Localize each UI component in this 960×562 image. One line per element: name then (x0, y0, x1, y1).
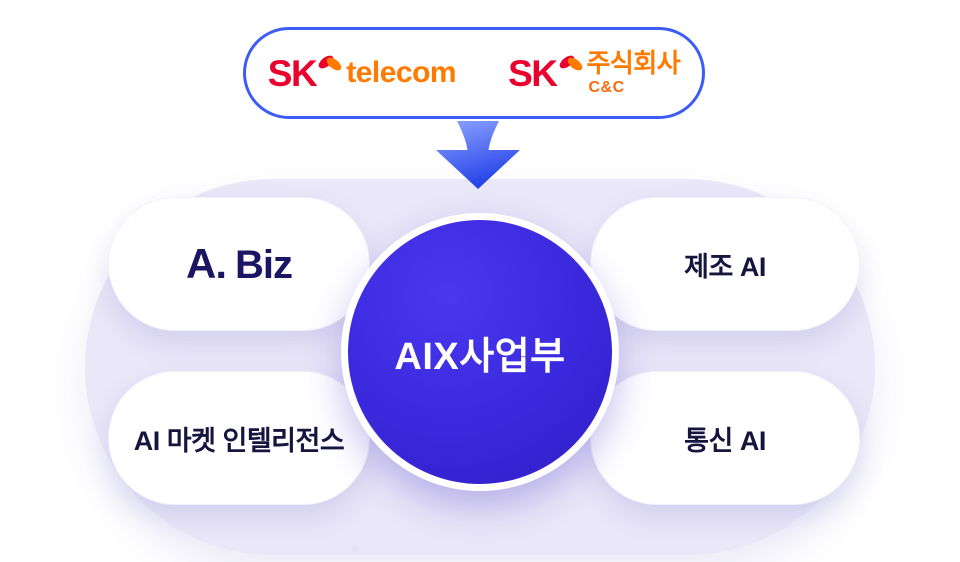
node-label: 제조 AI (684, 251, 766, 282)
node-telecom-ai: 통신 AI (590, 371, 860, 505)
a-dot-biz-logo: A. Biz (186, 240, 293, 288)
sk-cnc-wordmark-jusik: 주식회사 (586, 48, 681, 78)
sk-cnc-logo: SK 주식회사 C&C (508, 50, 681, 96)
sk-cnc-wordmark-sk: SK (508, 52, 558, 94)
node-a-biz: A. Biz (108, 197, 370, 331)
down-arrow-icon (436, 121, 520, 189)
node-label: 통신 AI (684, 425, 766, 456)
decorative-dot (352, 545, 359, 552)
sk-telecom-logo: SK telecom (267, 52, 457, 94)
sk-butterfly-icon (559, 55, 582, 71)
hub-label: AIX사업부 (394, 335, 566, 378)
node-label: AI 마켓 인텔리전스 (133, 425, 345, 456)
sk-telecom-wordmark-telecom: telecom (346, 56, 457, 89)
sk-butterfly-icon (318, 55, 342, 71)
node-ai-market-intelligence: AI 마켓 인텔리전스 (108, 371, 370, 505)
sk-telecom-wordmark-sk: SK (267, 52, 318, 94)
sk-cnc-wordmark-cnc: C&C (588, 79, 625, 96)
sk-cnc-wordmark-group: 주식회사 C&C (587, 50, 681, 96)
node-manufacturing-ai: 제조 AI (590, 197, 860, 331)
a-dot-biz-label: Biz (235, 243, 293, 287)
a-dot-mark: A. (186, 240, 227, 287)
parent-companies-box: SK telecom SK 주식회사 C&C (243, 27, 705, 119)
hub-aix-division: AIX사업부 (341, 213, 619, 491)
